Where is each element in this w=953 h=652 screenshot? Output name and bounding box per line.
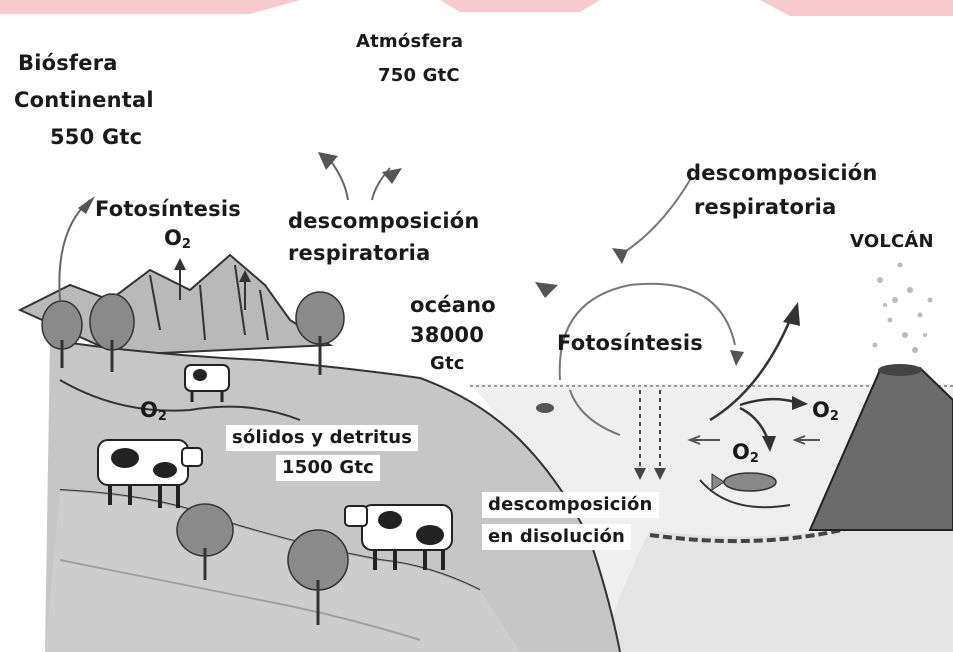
disolucion-label-line2: en disolución bbox=[482, 524, 632, 550]
arrowhead-ocean-loop-left bbox=[535, 282, 558, 298]
o2-label-ocean-right: O2 bbox=[812, 398, 839, 424]
crab bbox=[536, 403, 554, 413]
land-lower bbox=[45, 490, 520, 652]
arrow-sea-bottom-loop bbox=[699, 479, 791, 509]
oceano-line1: océano bbox=[410, 293, 496, 317]
cow-1 bbox=[97, 439, 203, 508]
arrow-to-o2-right bbox=[739, 397, 796, 407]
seabed-line bbox=[649, 526, 851, 544]
fotosintesis-land-label: Fotosíntesis bbox=[95, 197, 241, 221]
arrow-ocean-surface-loop bbox=[569, 389, 621, 436]
fotosintesis-ocean-label: Fotosíntesis bbox=[557, 331, 703, 355]
arrow-ocean-respiration bbox=[619, 179, 691, 256]
arrowhead-to-o2-right bbox=[792, 396, 808, 410]
fish-2 bbox=[687, 435, 720, 445]
solidos-label-line1: sólidos y detritus bbox=[226, 425, 419, 451]
arrowhead-o2-up-land bbox=[174, 258, 186, 270]
o2-label-land-mid: O2 bbox=[140, 398, 167, 424]
descomposicion-land-line1: descomposición bbox=[288, 209, 480, 233]
descomposicion-ocean-line2: respiratoria bbox=[694, 195, 837, 219]
ocean-floor bbox=[600, 520, 953, 652]
arrow-co2-up-water bbox=[709, 319, 792, 422]
descomposicion-land-line2: respiratoria bbox=[288, 241, 431, 265]
arrow-ocean-loop bbox=[558, 282, 736, 381]
arrowhead-to-o2-down bbox=[762, 436, 776, 452]
arrow-atm-down-right bbox=[371, 167, 391, 201]
disolucion-label-line1: descomposición bbox=[482, 492, 659, 518]
fish-3 bbox=[792, 435, 820, 445]
tree-5 bbox=[287, 529, 349, 625]
oceano-line3: Gtc bbox=[430, 353, 465, 374]
fish-1 bbox=[711, 472, 777, 492]
volcano bbox=[808, 366, 953, 531]
arrowhead-ocean-respiration bbox=[612, 248, 628, 264]
mountain-cracks bbox=[149, 264, 269, 341]
o2-label-ocean-down: O2 bbox=[732, 440, 759, 466]
arrow-photosynthesis-land bbox=[58, 199, 91, 301]
tree-1 bbox=[41, 300, 83, 368]
arrowhead-ocean-loop-right bbox=[730, 350, 744, 366]
land-hill-line-1 bbox=[59, 379, 301, 421]
cow-2 bbox=[344, 504, 453, 570]
volcano-crater bbox=[878, 364, 922, 376]
solidos-label-line2: 1500 Gtc bbox=[276, 455, 381, 481]
arrowhead-co2-up-water bbox=[783, 302, 800, 326]
volcano-smoke bbox=[872, 262, 933, 353]
biosfera-label-line1: Biósfera bbox=[18, 51, 118, 75]
oceano-line2: 38000 bbox=[410, 323, 485, 347]
o2-label-land-top: O2 bbox=[164, 226, 191, 252]
top-accent-left bbox=[0, 0, 300, 14]
biosfera-label-line2: Continental bbox=[14, 88, 154, 112]
arrowhead-dashed-down-1 bbox=[634, 468, 646, 480]
descomposicion-ocean-line1: descomposición bbox=[686, 161, 878, 185]
biosfera-value: 550 Gtc bbox=[50, 125, 143, 149]
arrowhead-up-land-2 bbox=[239, 270, 251, 282]
arrowhead-atm-down-left bbox=[318, 152, 338, 170]
tree-3 bbox=[295, 291, 345, 375]
arrowhead-photosynthesis-land bbox=[78, 196, 95, 214]
arrow-atm-down-left bbox=[329, 159, 349, 201]
top-accent-middle bbox=[440, 0, 600, 12]
arrowhead-atm-down-right bbox=[382, 168, 402, 184]
tree-2 bbox=[89, 293, 135, 372]
top-accent-right bbox=[760, 0, 953, 16]
cow-3-small bbox=[184, 364, 230, 402]
atmosfera-value: 750 GtC bbox=[378, 65, 460, 86]
arrowhead-dashed-down-2 bbox=[654, 468, 666, 480]
atmosfera-title: Atmósfera bbox=[356, 31, 464, 52]
tree-4 bbox=[176, 503, 234, 580]
volcan-label: VOLCÁN bbox=[850, 231, 934, 252]
